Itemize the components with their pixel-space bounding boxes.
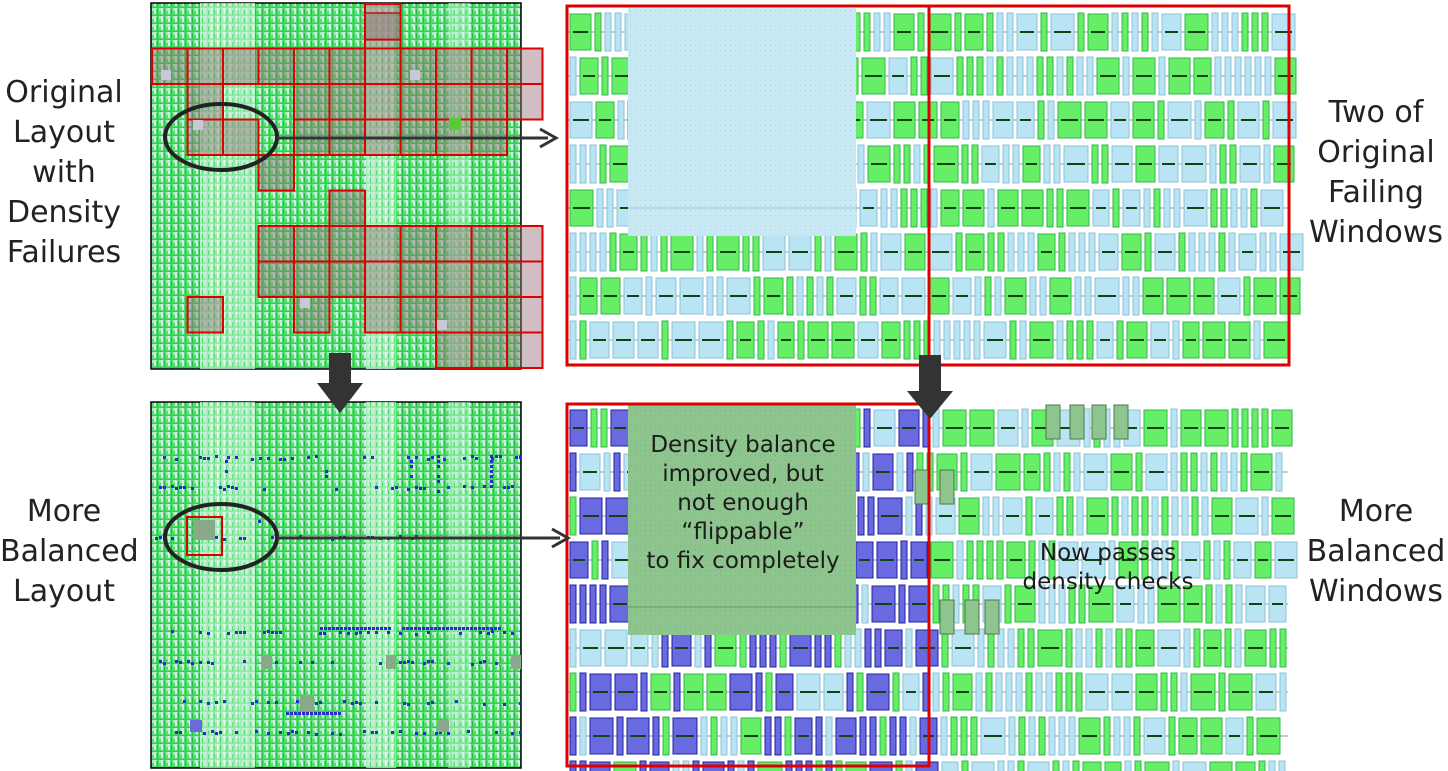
failing-window-cell (364, 3, 402, 41)
failing-window-cell (435, 331, 473, 369)
failing-window-cell (470, 331, 508, 369)
failing-window-cell (470, 83, 508, 121)
failing-window-cell (328, 83, 366, 121)
improved-region (628, 405, 856, 635)
arrow-balanced-to-zoom (277, 527, 572, 549)
failing-window-cell (470, 296, 508, 334)
failing-window-cell (470, 225, 508, 263)
zoomed-original-windows (565, 4, 1304, 367)
failing-window-cell (222, 118, 260, 156)
failing-window-cell (186, 83, 224, 121)
failing-window-cell (186, 47, 224, 85)
label-balanced-layout: More Balanced Layout (0, 494, 139, 609)
failing-window-cell (293, 260, 331, 298)
down-arrow-right (907, 355, 953, 419)
failing-window-cell (435, 47, 473, 85)
failing-window-cell (435, 83, 473, 121)
failing-window-cell (435, 225, 473, 263)
failing-window-cell (470, 47, 508, 85)
failing-window-cell (506, 331, 544, 369)
failing-window-cell (257, 260, 295, 298)
failing-window-cell (399, 296, 437, 334)
failing-window-cell (222, 47, 260, 85)
failing-window-cell (293, 47, 331, 85)
failing-window-cell (364, 47, 402, 85)
balanced-gray-blocks (190, 520, 521, 732)
failing-window-cell (364, 83, 402, 121)
failing-window-cell (186, 118, 224, 156)
failing-window-cell (257, 225, 295, 263)
failing-window-left-after (565, 402, 931, 768)
failing-window-cell (293, 83, 331, 121)
failing-window-cell (399, 83, 437, 121)
failing-window-cell (506, 47, 544, 85)
failing-window-cell (435, 260, 473, 298)
flipped-cell-markers (155, 455, 522, 736)
failing-window-cell (257, 154, 295, 192)
failing-window-cell (364, 296, 402, 334)
failing-window-cell (364, 225, 402, 263)
label-balanced-windows: More Balanced Windows (1306, 494, 1446, 609)
failing-window-cell (506, 296, 544, 334)
note-left-window: Density balance improved, but not enough… (646, 432, 840, 574)
failing-window-cell (470, 260, 508, 298)
failing-window-cell (257, 47, 295, 85)
note-right-window: Now passes density checks (1022, 540, 1194, 595)
failing-window-cell (328, 260, 366, 298)
original-layout-image (150, 2, 522, 370)
failing-window-cell (328, 47, 366, 85)
failing-window-cell (399, 260, 437, 298)
failing-window-cell (364, 12, 402, 50)
label-original-windows: Two of Original Failing Windows (1309, 95, 1443, 250)
failing-windows (151, 3, 544, 369)
failing-window-cell (328, 189, 366, 227)
failing-window-cell (364, 260, 402, 298)
balanced-layout-image (150, 401, 522, 769)
label-original-layout: Original Layout with Density Failures (5, 75, 123, 270)
failing-window-cell (328, 225, 366, 263)
failing-window-right (927, 4, 1291, 367)
failing-window-cell (506, 225, 544, 263)
arrow-original-to-zoom (277, 127, 560, 149)
failing-window-cell (293, 296, 331, 334)
failing-window-cell (399, 225, 437, 263)
remaining-failing-window (186, 516, 223, 556)
failing-window-cell (293, 225, 331, 263)
failing-window-cell (506, 260, 544, 298)
filler-blocked-region (628, 8, 856, 236)
failing-window-cell (186, 296, 224, 334)
down-arrow-left (317, 353, 363, 413)
zoomed-balanced-windows (565, 402, 1298, 771)
failing-window-cell (506, 83, 544, 121)
